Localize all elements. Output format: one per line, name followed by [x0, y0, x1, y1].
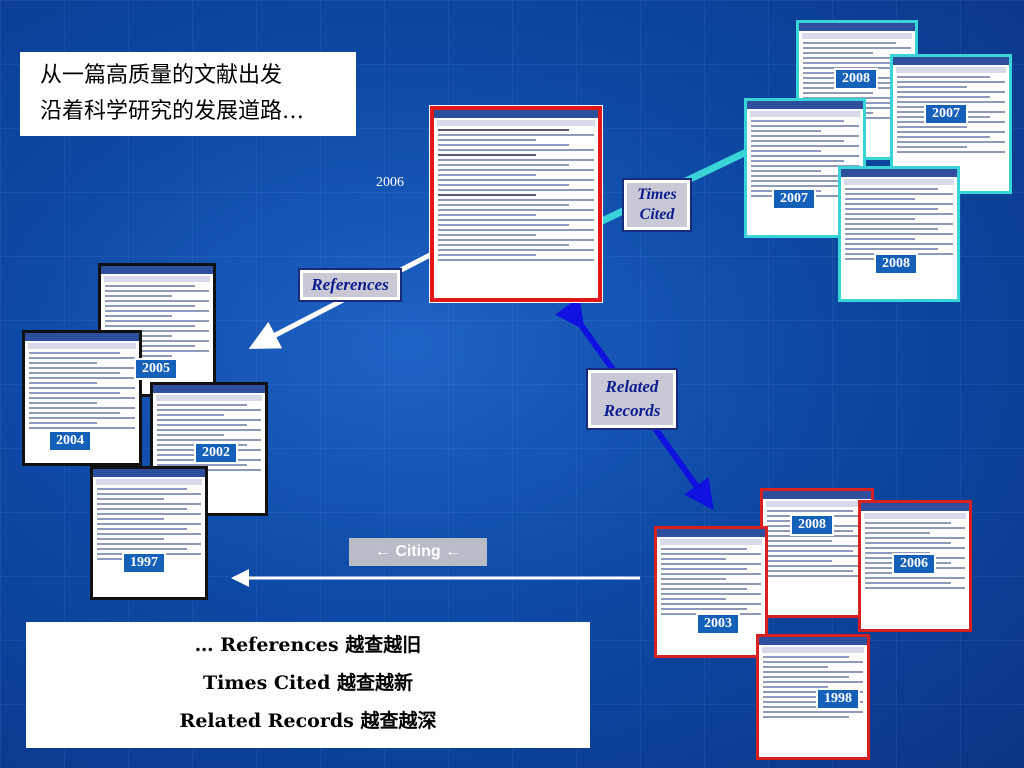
related-document-2008[interactable]	[760, 488, 874, 618]
summary-box: … References 越查越旧 Times Cited 越查越新 Relat…	[26, 622, 590, 748]
citing-label: ← Citing ←	[349, 538, 487, 566]
main-record-document[interactable]	[430, 106, 602, 302]
year-badge-2003-related: 2003	[696, 613, 740, 635]
year-badge-2002: 2002	[194, 442, 238, 464]
year-badge-2004: 2004	[48, 430, 92, 452]
summary-line-times-cited: Times Cited 越查越新	[203, 672, 413, 694]
year-badge-2005: 2005	[134, 358, 178, 380]
reference-document-1997[interactable]	[90, 466, 208, 600]
year-badge-2007-left: 2007	[772, 188, 816, 210]
related-document-2003[interactable]	[654, 526, 768, 658]
year-badge-2008-related: 2008	[790, 514, 834, 536]
related-document-2006[interactable]	[858, 500, 972, 632]
year-badge-2006-related: 2006	[892, 553, 936, 575]
intro-box: 从一篇高质量的文献出发 沿着科学研究的发展道路…	[20, 52, 356, 136]
references-label: References	[298, 268, 402, 302]
year-badge-1997: 1997	[122, 552, 166, 574]
citing-document-2008-b[interactable]	[838, 166, 960, 302]
intro-line-1: 从一篇高质量的文献出发	[40, 63, 283, 88]
summary-line-references: … References 越查越旧	[194, 634, 422, 656]
times-cited-label: Times Cited	[622, 178, 692, 232]
year-badge-2008-top: 2008	[834, 68, 878, 90]
related-document-1998[interactable]	[756, 634, 870, 760]
intro-line-2: 沿着科学研究的发展道路…	[40, 99, 305, 124]
year-badge-1998-related: 1998	[816, 688, 860, 710]
summary-line-related-records: Related Records 越查越深	[179, 710, 437, 732]
related-records-label: Related Records	[586, 368, 678, 430]
year-badge-2007-right: 2007	[924, 103, 968, 125]
center-year-label: 2006	[376, 175, 404, 190]
year-badge-2008-bottom: 2008	[874, 253, 918, 275]
